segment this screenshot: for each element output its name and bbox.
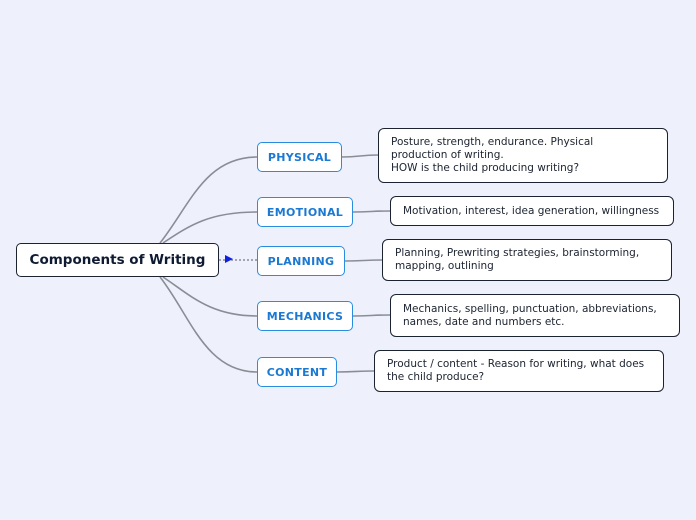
note-content[interactable]: Product / content - Reason for writing, … [374,350,664,392]
note-emotional-text: Motivation, interest, idea generation, w… [403,204,660,217]
note-link-content [336,370,375,373]
branch-emotional[interactable]: EMOTIONAL [257,197,353,227]
note-link-physical [341,154,379,158]
note-mechanics-text: Mechanics, spelling, punctuation, abbrev… [403,302,657,328]
note-planning-text: Planning, Prewriting strategies, brainst… [395,247,640,272]
connector-physical [159,156,258,244]
branch-content[interactable]: CONTENT [257,357,337,387]
note-mechanics[interactable]: Mechanics, spelling, punctuation, abbrev… [390,294,680,337]
connector-emotional [162,211,258,244]
collapse-arrow-icon[interactable] [225,255,233,263]
branch-planning[interactable]: PLANNING [257,246,345,276]
central-topic-label: Components of Writing [29,252,206,268]
note-link-mechanics [352,314,391,317]
branch-mechanics-label: MECHANICS [266,309,344,323]
note-physical-text: Posture, strength, endurance. Physical p… [391,136,594,174]
connector-mechanics [162,276,258,317]
connector-content [159,276,258,373]
branch-emotional-label: EMOTIONAL [266,205,344,219]
branch-physical-label: PHYSICAL [267,150,332,164]
note-link-emotional [352,210,391,213]
note-content-text: Product / content - Reason for writing, … [387,358,645,383]
note-planning[interactable]: Planning, Prewriting strategies, brainst… [382,239,672,281]
central-topic[interactable]: Components of Writing [16,243,219,277]
note-emotional[interactable]: Motivation, interest, idea generation, w… [390,196,674,226]
branch-content-label: CONTENT [266,365,328,379]
branch-planning-label: PLANNING [267,254,335,268]
branch-physical[interactable]: PHYSICAL [257,142,342,172]
branch-mechanics[interactable]: MECHANICS [257,301,353,331]
note-physical[interactable]: Posture, strength, endurance. Physical p… [378,128,668,183]
note-link-planning [344,259,383,262]
